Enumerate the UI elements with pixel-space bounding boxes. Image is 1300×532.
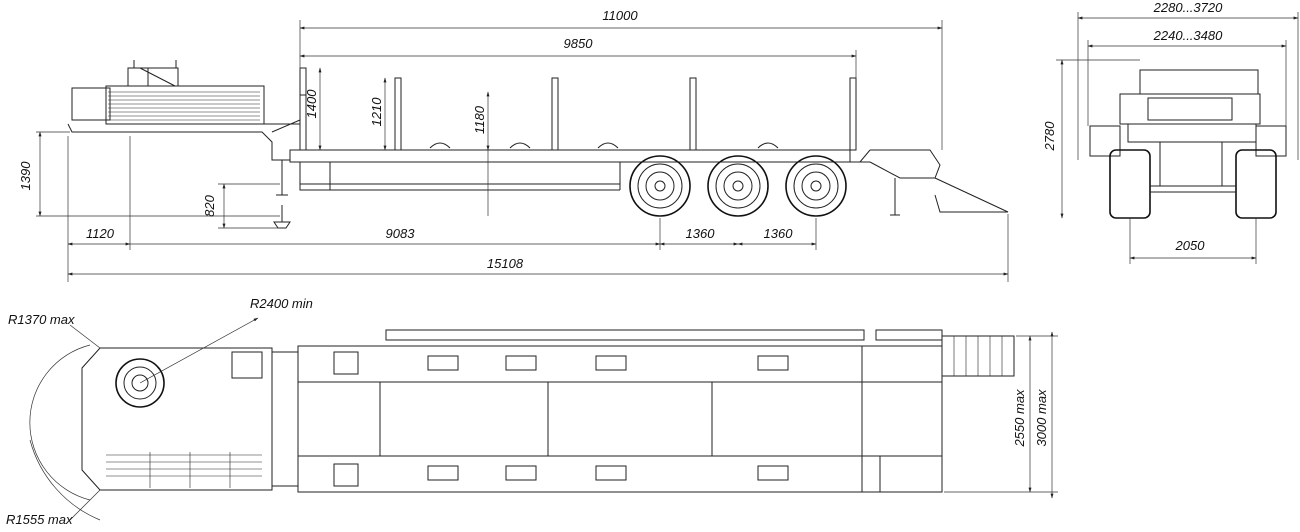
dim-width-standard: 2550 max [1012,389,1027,448]
main-frame-top [289,149,851,163]
rear-stake-panel [1139,69,1259,95]
rear-dimension-lines [1056,12,1299,264]
wheel [707,155,769,217]
dim-wheelbase: 9083 [386,226,416,241]
dim-height: 2780 [1042,121,1057,152]
dim-support-height: 820 [202,194,217,216]
dim-rear-radius: R1555 max [6,512,73,527]
rear-beam [1127,123,1257,143]
dim-stake-height-mid: 1210 [369,97,384,127]
wheels [629,155,847,217]
dim-gooseneck-offset: 1120 [86,226,115,241]
neck-plan [271,351,299,487]
gooseneck-deck [105,85,265,125]
dim-overall-width: 2280...3720 [1153,0,1223,15]
side-view: 11000 9850 1390 820 1120 9083 1360 1360 … [18,8,1009,282]
rear-extension-left [1089,125,1121,157]
stake [849,77,857,151]
wheel [629,155,691,217]
stake [299,67,307,151]
dim-deck-height: 1180 [472,105,487,134]
dim-inner-width: 2240...3480 [1153,28,1223,43]
rear-view: 2280...3720 2240...3480 2780 2050 [1042,0,1299,264]
dim-coupling-height: 1390 [18,161,33,191]
side-board-rear [875,329,943,341]
gooseneck-lower-edge [67,123,290,161]
rear-ramp [934,177,1009,213]
gooseneck-grating [108,91,260,121]
top-view: R1370 max R2400 min R1555 max 2550 max 3… [6,296,1058,527]
stake [689,77,697,151]
rear-wheel-left [1109,149,1151,219]
stake [394,77,402,151]
dim-axle-spacing-2: 1360 [764,226,794,241]
front-radius-arc [29,344,91,501]
gooseneck-frame [127,60,179,87]
stakes [299,67,857,151]
gooseneck-neck [262,70,307,125]
gooseneck-floor-grating [106,452,262,488]
dim-axle-spacing-1: 1360 [686,226,716,241]
turning-radius-line [139,317,259,384]
rear-center-frame [1159,141,1223,187]
gooseneck-front-box [71,87,111,121]
rear-wheel-right [1235,149,1277,219]
rear-ramp-hinge [869,149,941,179]
deck-pockets [333,351,789,487]
top-dimension-lines [944,331,1058,499]
dim-stake-height-front: 1400 [304,89,319,119]
dim-total-length: 15108 [487,256,524,271]
landing-gear [273,160,291,229]
dim-track: 2050 [1175,238,1206,253]
dim-platform-length: 11000 [602,8,638,23]
main-deck-plan [297,345,943,493]
dim-turning-radius: R2400 min [250,296,313,311]
wheel [785,155,847,217]
rear-support-leg [890,178,900,216]
dim-front-radius: R1370 max [8,312,75,327]
side-dimension-lines [36,20,1009,282]
stake [551,77,559,151]
rear-extension-right [1255,125,1287,157]
control-box [231,351,263,379]
tie-downs [429,142,779,149]
dim-width-extended: 3000 max [1034,389,1049,447]
dim-deck-length: 9850 [564,36,594,51]
king-pin-plate [115,358,165,408]
side-board [385,329,865,341]
